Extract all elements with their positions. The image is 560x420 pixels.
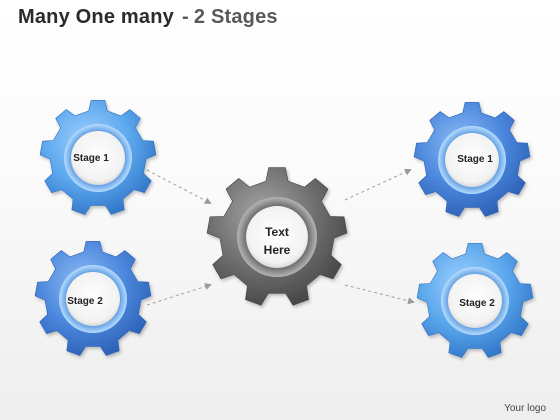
gear-left-bottom <box>34 241 152 356</box>
gear-left-top <box>39 100 157 215</box>
gear-center <box>206 167 348 306</box>
arrow-center-to-right-bottom <box>344 284 415 305</box>
connector-arrows <box>146 168 415 306</box>
arrow-left-top-to-center <box>146 169 212 204</box>
gear-left-top-label: Stage 1 <box>73 153 109 164</box>
gear-right-top-label: Stage 1 <box>457 154 493 165</box>
title-main: Many One many <box>18 6 174 28</box>
gear-right-top <box>413 102 531 217</box>
arrow-center-to-right-top <box>344 168 412 201</box>
gear-right-bottom <box>416 243 534 358</box>
title-sub: 2 Stages <box>193 6 278 28</box>
gear-center-text-line2: Here <box>264 243 291 257</box>
gear-center-text-line1: Text <box>265 225 289 239</box>
page-title: Many One many-2 Stages <box>18 6 278 29</box>
gear-right-bottom-label: Stage 2 <box>459 298 495 309</box>
title-dash: - <box>181 6 189 28</box>
footer-logo-text: Your logo <box>504 403 546 414</box>
gear-left-bottom-label: Stage 2 <box>67 296 103 307</box>
arrow-left-bottom-to-center <box>146 283 212 306</box>
